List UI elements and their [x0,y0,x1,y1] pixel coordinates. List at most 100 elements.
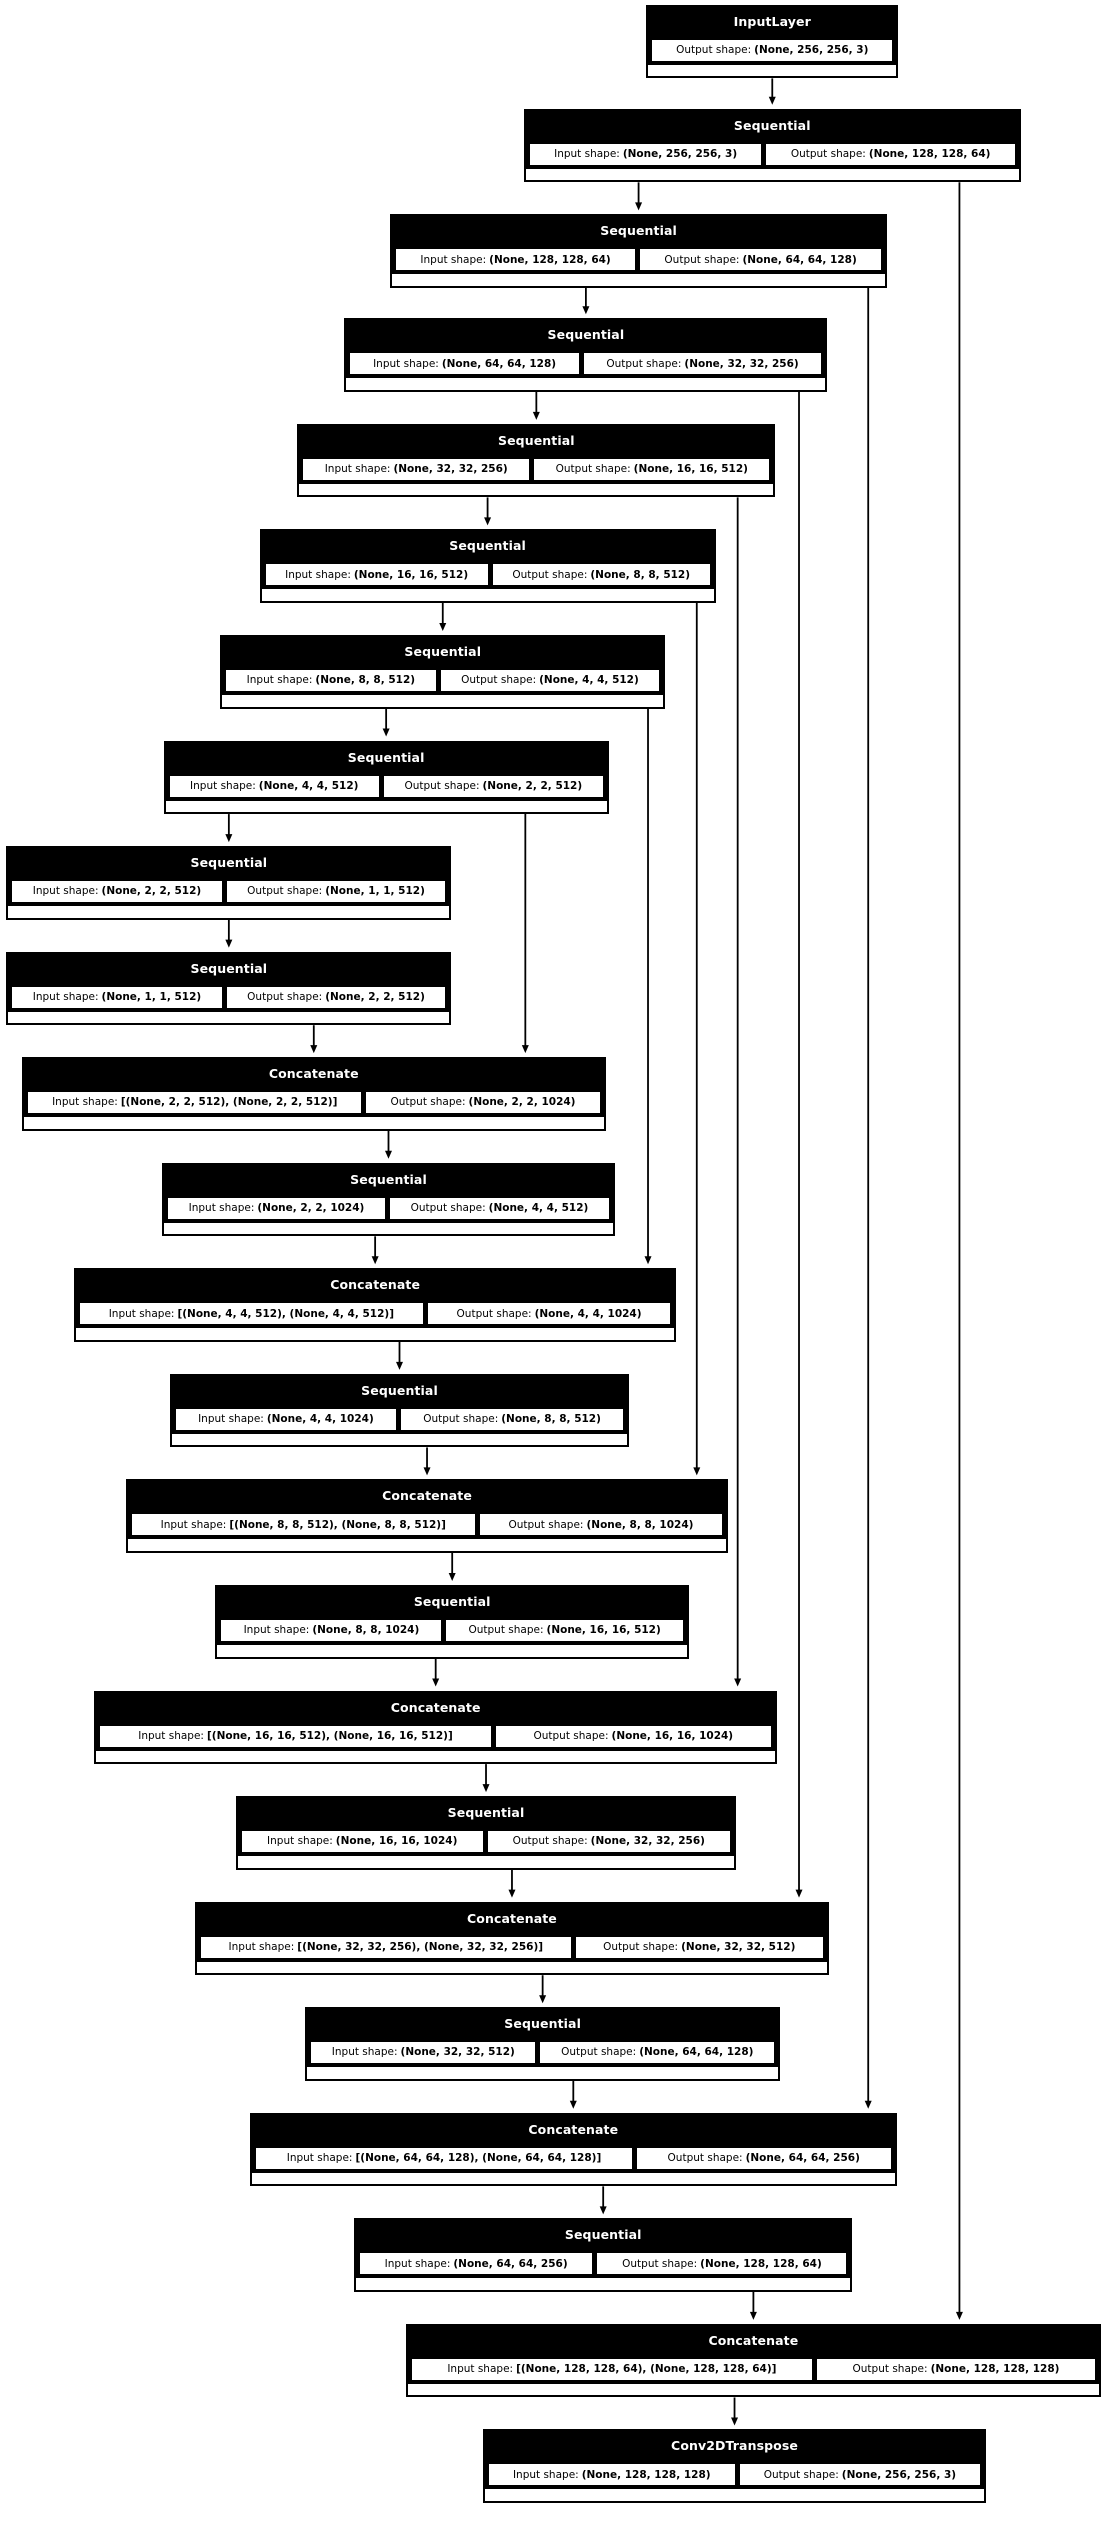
input-shape-value: [(None, 64, 64, 128), (None, 64, 64, 128… [355,2152,602,2165]
output-shape-value: (None, 8, 8, 1024) [586,1518,694,1531]
node-input-shape: Input shape:[(None, 16, 16, 512), (None,… [99,1724,492,1748]
input-shape-label: Input shape: [373,357,439,370]
input-shape-label: Input shape: [228,1940,295,1953]
node-input-shape: Input shape:(None, 64, 64, 256) [358,2252,594,2276]
node-input-shape: Input shape:(None, 256, 256, 3) [528,142,763,166]
input-shape-label: Input shape: [160,1518,227,1531]
node-output-shape: Output shape:(None, 64, 64, 128) [539,2041,776,2065]
node-title: Sequential [346,320,826,351]
node-input-shape: Input shape:[(None, 32, 32, 256), (None,… [200,1935,572,1959]
output-shape-label: Output shape: [512,568,588,581]
output-shape-label: Output shape: [390,1096,466,1109]
output-shape-value: (None, 64, 64, 256) [745,2152,860,2165]
node-output-shape: Output shape:(None, 128, 128, 64) [596,2252,848,2276]
output-shape-value: (None, 8, 8, 512) [501,1413,601,1426]
node-title: Sequential [164,1164,613,1195]
node-title: InputLayer [648,6,897,37]
output-shape-label: Output shape: [533,1729,609,1742]
node-output-shape: Output shape:(None, 4, 4, 512) [439,668,661,692]
output-shape-value: (None, 64, 64, 128) [639,2046,754,2059]
node-title: Sequential [165,742,607,773]
node-shape-row: Input shape:(None, 64, 64, 256)Output sh… [355,2250,851,2279]
output-shape-value: (None, 2, 2, 1024) [468,1096,576,1109]
node-input-shape: Input shape:[(None, 2, 2, 512), (None, 2… [27,1091,363,1115]
node-shape-row: Input shape:[(None, 2, 2, 512), (None, 2… [24,1089,604,1118]
node-title: Sequential [8,848,450,879]
output-shape-value: (None, 4, 4, 512) [488,1201,589,1214]
input-shape-value: (None, 64, 64, 256) [453,2257,568,2270]
output-shape-value: (None, 64, 64, 128) [742,253,857,266]
node-output-shape: Output shape:(None, 2, 2, 512) [225,985,447,1009]
input-shape-label: Input shape: [420,253,487,266]
node-title: Sequential [217,1586,687,1617]
node-input-shape: Input shape:(None, 1, 1, 512) [11,985,223,1009]
input-shape-value: (None, 32, 32, 512) [400,2046,515,2059]
node-shape-row: Input shape:(None, 4, 4, 512)Output shap… [165,772,607,801]
output-shape-label: Output shape: [468,1624,544,1637]
output-shape-label: Output shape: [423,1413,499,1426]
node-shape-row: Input shape:(None, 8, 8, 512)Output shap… [222,666,664,695]
output-shape-label: Output shape: [667,2152,743,2165]
output-shape-label: Output shape: [664,253,740,266]
node-output-shape: Output shape:(None, 8, 8, 1024) [478,1513,724,1537]
output-shape-label: Output shape: [456,1307,532,1320]
input-shape-label: Input shape: [512,2468,579,2481]
node-output-shape: Output shape:(None, 16, 16, 512) [445,1618,684,1642]
output-shape-value: (None, 128, 128, 64) [700,2257,822,2270]
node-input-shape: Input shape:[(None, 8, 8, 512), (None, 8… [130,1513,476,1537]
node-shape-row: Input shape:(None, 2, 2, 1024)Output sha… [164,1194,613,1223]
input-shape-value: [(None, 16, 16, 512), (None, 16, 16, 512… [206,1729,453,1742]
output-shape-value: (None, 256, 256, 3) [841,2468,957,2481]
input-shape-value: (None, 16, 16, 1024) [335,1835,458,1848]
node-output-shape: Output shape:(None, 16, 16, 1024) [494,1724,772,1748]
node-output-shape: Output shape:(None, 256, 256, 3) [738,2463,982,2487]
input-shape-label: Input shape: [447,2363,514,2376]
output-shape-label: Output shape: [852,2363,928,2376]
node-shape-row: Input shape:(None, 128, 128, 64)Output s… [392,246,886,275]
node-title: Sequential [8,953,450,984]
node-shape-row: Input shape:[(None, 128, 128, 64), (None… [407,2355,1099,2384]
node-input-shape: Input shape:(None, 4, 4, 1024) [174,1407,397,1431]
input-shape-value: (None, 128, 128, 128) [581,2468,711,2481]
node-shape-row: Input shape:(None, 16, 16, 512)Output sh… [261,561,714,590]
input-shape-label: Input shape: [267,1835,333,1848]
node-title: Sequential [261,531,714,562]
output-shape-label: Output shape: [561,2046,637,2059]
output-shape-value: (None, 2, 2, 512) [482,779,583,792]
node-input-shape: Input shape:[(None, 64, 64, 128), (None,… [255,2146,633,2170]
input-shape-value: (None, 4, 4, 512) [258,779,359,792]
node-output-shape: Output shape:(None, 32, 32, 256) [582,352,823,376]
node-shape-row: Input shape:(None, 2, 2, 512)Output shap… [8,878,450,907]
output-shape-label: Output shape: [763,2468,839,2481]
node-output-shape: Output shape:(None, 64, 64, 256) [635,2146,892,2170]
node-shape-row: Input shape:[(None, 4, 4, 512), (None, 4… [75,1300,675,1329]
input-shape-label: Input shape: [188,1201,255,1214]
input-shape-label: Input shape: [324,463,391,476]
node-input-shape: Input shape:(None, 128, 128, 128) [487,2463,736,2487]
output-shape-label: Output shape: [676,44,752,57]
